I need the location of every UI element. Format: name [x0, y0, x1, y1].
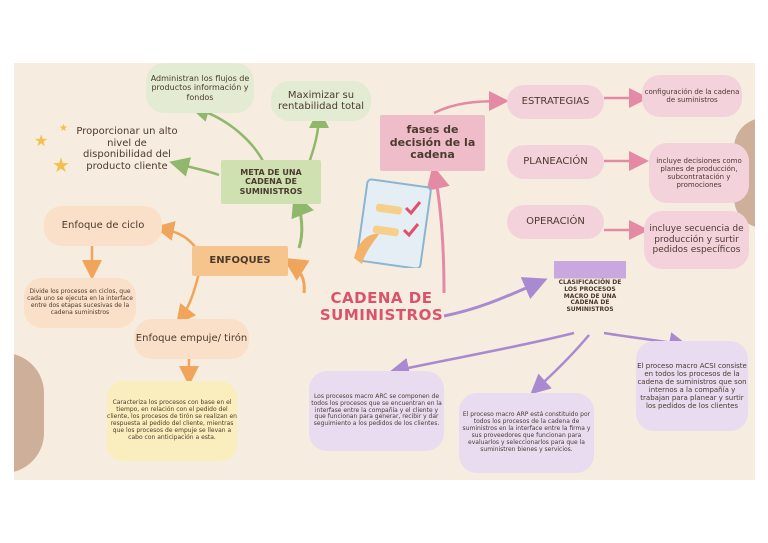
- fase-estrategias: ESTRATEGIAS: [507, 85, 604, 119]
- star-icon: ★: [34, 131, 49, 150]
- fase-planeacion-desc: incluye decisiones como planes de produc…: [649, 143, 749, 203]
- enfoque-ciclo: Enfoque de ciclo: [44, 206, 162, 246]
- meta-maximizar: Maximizar su rentabilidad total: [271, 81, 371, 121]
- clipboard-illustration-icon: [354, 178, 434, 270]
- meta-administran: Administran los flujos de productos info…: [146, 63, 254, 113]
- star-icon: ★: [52, 153, 70, 177]
- fase-planeacion: PLANEACIÓN: [507, 145, 604, 179]
- fase-operacion-desc: incluye secuencia de producción y surtir…: [644, 211, 749, 269]
- macro-arp: El proceso macro ARP está constituido po…: [459, 393, 594, 473]
- enfoque-empuje: Enfoque empuje/ tirón: [134, 319, 249, 359]
- connector-lines: [82, 88, 689, 395]
- star-icon: ★: [59, 123, 68, 134]
- enfoque-empuje-desc: Caracteriza los procesos con base en el …: [107, 381, 237, 461]
- fases-label: fases de decisión de la cadena: [380, 115, 485, 171]
- central-topic: CADENA DE SUMINISTROS: [319, 288, 444, 324]
- enfoque-ciclo-desc: Divide los procesos en ciclos, que cada …: [24, 278, 136, 328]
- mind-map-board: ★ ★ ★ ★ ★ ★ CADENA DE SUMINISTROS META D…: [14, 63, 755, 480]
- meta-label: META DE UNA CADENA DE SUMINISTROS: [221, 160, 321, 204]
- enfoques-label: ENFOQUES: [192, 246, 288, 276]
- meta-proporcionar: Proporcionar un alto nivel de disponibil…: [76, 126, 178, 172]
- fase-operacion: OPERACIÓN: [507, 205, 604, 239]
- clasificacion-label: CLASIFICACIÓN DE LOS PROCESOS MACRO DE U…: [554, 261, 626, 333]
- macro-arc: Los procesos macro ARC se componen de to…: [309, 371, 444, 451]
- fase-estrategias-desc: configuración de la cadena de suministro…: [642, 75, 742, 117]
- macro-acsi: El proceso macro ACSI consiste en todos …: [636, 341, 748, 431]
